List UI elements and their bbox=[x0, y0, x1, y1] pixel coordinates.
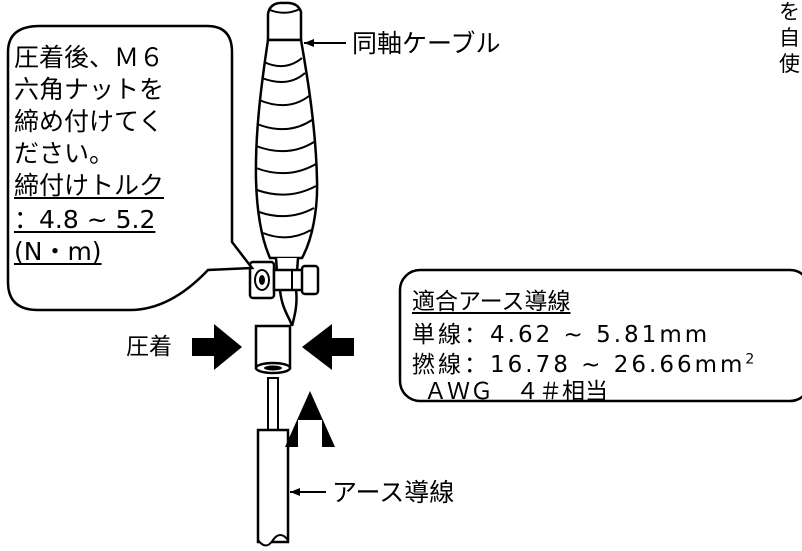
spec-heading: 適合アース導線 bbox=[412, 289, 571, 315]
callout-line-4: ださい。 bbox=[14, 139, 115, 168]
spec-single-wire: 単線：4.62 ~ 5.81mm bbox=[412, 322, 711, 348]
edge-text-3: 使 bbox=[779, 52, 800, 76]
hex-nut bbox=[248, 260, 320, 300]
callout-line-1: 圧着後、Ｍ６ bbox=[14, 43, 165, 72]
crimp-arrow-right bbox=[302, 324, 354, 370]
callout-line-2: 六角ナットを bbox=[14, 75, 165, 104]
coax-cable-body bbox=[254, 38, 319, 260]
crimp-arrow-left bbox=[192, 324, 242, 370]
insert-arrow-up bbox=[285, 391, 335, 447]
crimp-terminal bbox=[254, 289, 298, 375]
callout-line-3: 締め付けてく bbox=[14, 107, 164, 136]
torque-heading: 締付けトルク bbox=[14, 171, 165, 200]
edge-text-2: 自 bbox=[779, 26, 800, 50]
ground-wire-label: アース導線 bbox=[332, 478, 455, 507]
torque-value: ：4.8 ~ 5.2 bbox=[14, 205, 156, 234]
edge-text-1: を bbox=[779, 0, 800, 24]
callout-bubble bbox=[6, 24, 255, 312]
coax-cable-end bbox=[266, 1, 303, 42]
spec-box bbox=[398, 268, 802, 403]
spec-awg: ＡＷＧ ４＃相当 bbox=[424, 379, 608, 405]
spec-stranded-exponent: 2 bbox=[745, 351, 758, 368]
crimp-label: 圧着 bbox=[126, 334, 172, 360]
ground-wire bbox=[256, 377, 290, 547]
spec-stranded-wire: 撚線：16.78 ~ 26.66mm2 bbox=[412, 351, 758, 378]
coax-cable-label: 同軸ケーブル bbox=[352, 29, 501, 58]
torque-unit: (N・m) bbox=[14, 237, 102, 266]
